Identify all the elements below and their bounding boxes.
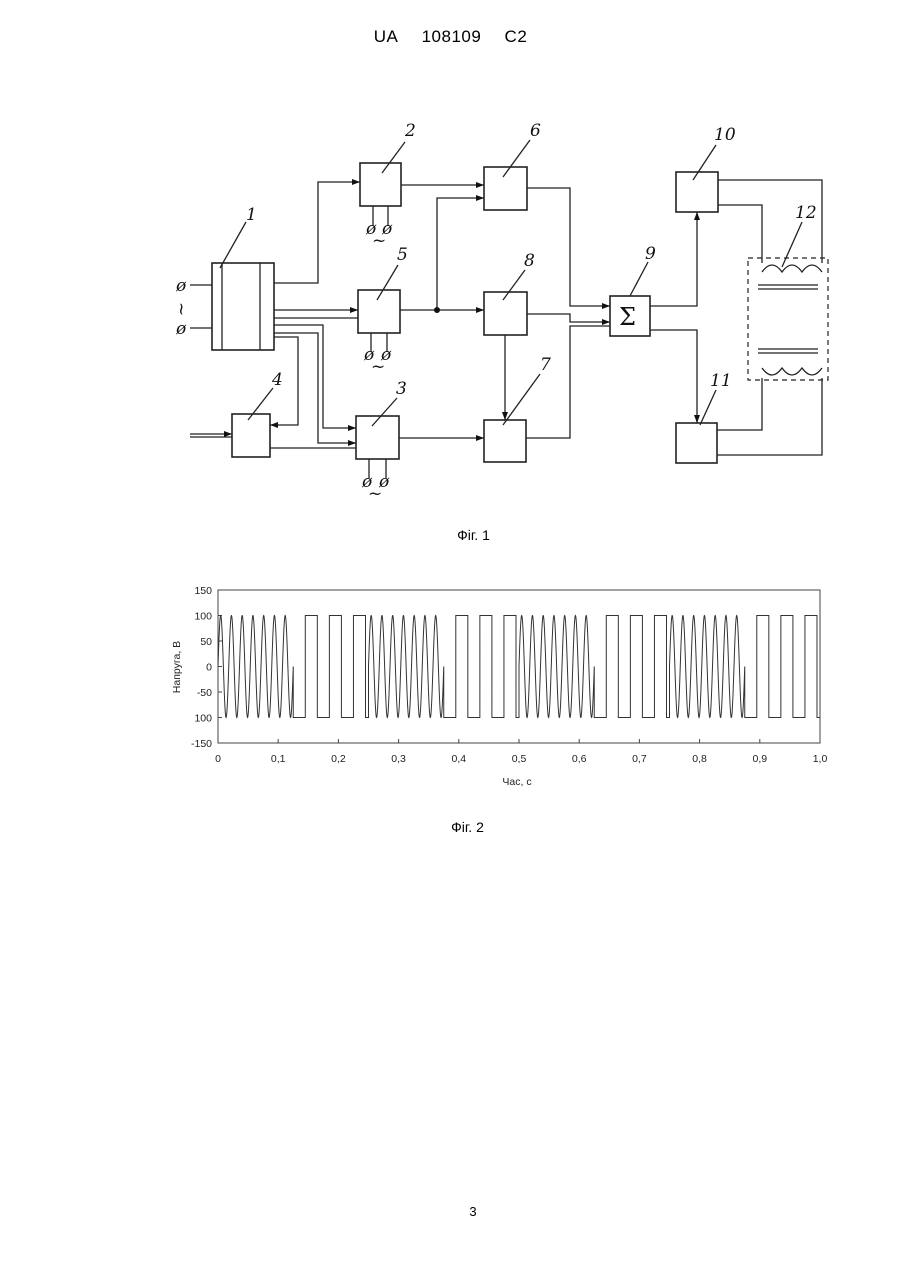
y-tick-label: 100 (194, 611, 212, 623)
y-axis-label: Напруга, В (171, 641, 183, 693)
figure-2-chart: 150 100 50 0 -50 100 -150 0 0,1 0,2 0,3 0,4 0,5 0,6 0… (0, 570, 901, 810)
y-tick-label: 100 (194, 713, 212, 725)
label-6: 6 (530, 121, 541, 141)
block-11 (676, 423, 717, 463)
x-tick-label: 0,1 (271, 753, 286, 765)
x-axis-label: Час, с (502, 776, 531, 788)
label-9: 9 (645, 244, 656, 264)
ac-symbol: ~ (171, 302, 191, 316)
y-tick-label: -50 (197, 687, 212, 699)
label-2: 2 (404, 121, 416, 141)
block-1 (212, 263, 274, 350)
block-12-transformer (748, 258, 828, 380)
terminal-symbol: ø (175, 276, 187, 296)
x-tick-label: 0,6 (572, 753, 587, 765)
x-tick-label: 0,5 (512, 753, 527, 765)
figure-2-caption: Фіг. 2 (17, 819, 901, 835)
ac-symbol: ~ (371, 357, 385, 377)
y-tick-label: 50 (200, 636, 212, 648)
y-tick-label: 0 (206, 662, 212, 674)
y-tick-label: 150 (194, 585, 212, 597)
page-number: 3 (0, 1204, 901, 1219)
y-axis: 150 100 50 0 -50 100 -150 (191, 585, 222, 750)
label-5: 5 (397, 245, 408, 265)
x-tick-label: 0,9 (752, 753, 767, 765)
y-tick-label: -150 (191, 738, 212, 750)
figure-1-block-diagram: ø ø ~ ø ø ~ ø ø ~ ø ø ~ Σ 1 2 3 4 5 6 7 … (0, 0, 901, 520)
label-10: 10 (714, 125, 736, 145)
x-tick-label: 0,3 (391, 753, 406, 765)
ac-symbol: ~ (368, 484, 382, 504)
ac-symbol: ~ (372, 231, 386, 251)
block-labels: 1 2 3 4 5 6 7 8 9 10 11 12 (246, 121, 817, 399)
label-11: 11 (710, 371, 732, 391)
block-4 (232, 414, 270, 457)
junction-node (434, 307, 440, 313)
label-8: 8 (524, 251, 535, 271)
x-tick-label: 0,4 (451, 753, 466, 765)
x-tick-label: 0 (215, 753, 221, 765)
label-12: 12 (795, 203, 817, 223)
terminal-symbol: ø (175, 319, 187, 339)
x-tick-label: 0,8 (692, 753, 707, 765)
block-2 (360, 163, 401, 206)
block-3 (356, 416, 399, 459)
signal-series-line (218, 616, 820, 718)
x-tick-label: 1,0 (813, 753, 828, 765)
label-1: 1 (246, 205, 257, 225)
x-tick-label: 0,7 (632, 753, 647, 765)
x-tick-label: 0,2 (331, 753, 346, 765)
label-7: 7 (540, 355, 551, 375)
sum-symbol: Σ (619, 303, 636, 331)
label-4: 4 (271, 370, 283, 390)
figure-1-caption: Фіг. 1 (23, 527, 901, 543)
block-7 (484, 420, 526, 462)
block-10 (676, 172, 718, 212)
block-8 (484, 292, 527, 335)
label-3: 3 (396, 379, 407, 399)
